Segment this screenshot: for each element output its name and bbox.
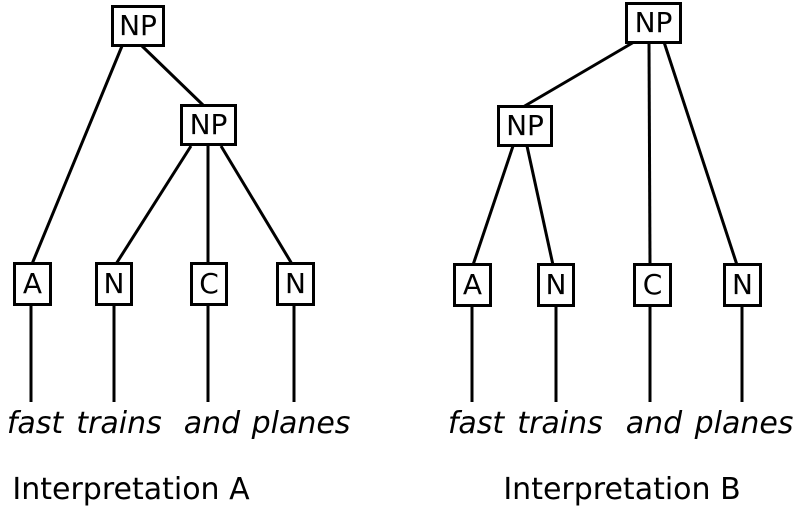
node-n1-tree-b: N — [537, 263, 575, 307]
caption-interpretation-a: Interpretation A — [12, 472, 250, 507]
node-a-tree-b: A — [453, 263, 492, 307]
node-n2-tree-a: N — [276, 262, 315, 306]
word-fast-tree-a: fast — [6, 406, 64, 441]
edge-a-innernp-to-n1 — [114, 145, 193, 265]
caption-interpretation-b: Interpretation B — [503, 472, 741, 507]
word-fast-tree-b: fast — [447, 406, 505, 441]
node-np-root-tree-a: NP — [111, 5, 165, 47]
edge-b-innernp-to-n1 — [525, 145, 555, 266]
node-n1-tree-a: N — [95, 262, 133, 306]
edge-b-root-to-n2 — [662, 41, 739, 266]
node-np-inner-tree-b: NP — [497, 105, 553, 147]
word-planes-tree-b: planes — [694, 406, 794, 441]
node-np-root-tree-b: NP — [625, 2, 682, 44]
edge-b-innernp-to-a — [471, 145, 515, 266]
edge-a-root-to-innernp — [140, 44, 206, 108]
node-n2-tree-b: N — [723, 263, 762, 307]
edge-a-innernp-to-n2 — [219, 145, 294, 265]
node-c-tree-b: C — [633, 263, 672, 307]
edge-b-root-to-innernp — [522, 40, 635, 109]
word-and-tree-b: and — [625, 406, 683, 441]
word-and-tree-a: and — [183, 406, 241, 441]
node-c-tree-a: C — [190, 262, 228, 306]
word-planes-tree-a: planes — [251, 406, 351, 441]
edge-a-root-to-a — [30, 45, 124, 265]
word-trains-tree-a: trains — [76, 406, 162, 441]
node-a-tree-a: A — [13, 262, 52, 306]
edge-b-root-to-c — [647, 41, 652, 266]
node-np-inner-tree-a: NP — [180, 104, 237, 146]
word-trains-tree-b: trains — [517, 406, 603, 441]
